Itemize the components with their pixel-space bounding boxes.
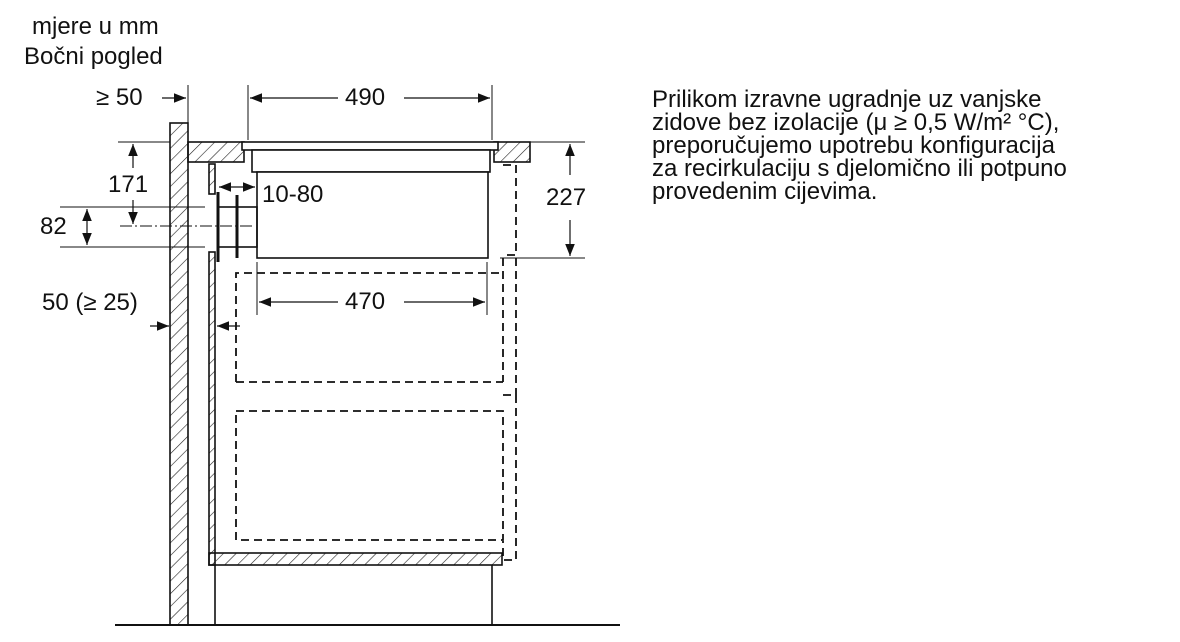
note-line: preporučujemo upotrebu konfiguracija	[652, 132, 1055, 159]
dim-height-171: 171	[108, 171, 149, 198]
installation-note: Prilikom izravne ugradnje uz vanjske zid…	[652, 86, 1067, 205]
hob-frame	[251, 149, 491, 173]
note-line: za recirkulaciju s djelomično ili potpun…	[652, 155, 1067, 182]
dim-cutout-width: 470	[345, 288, 386, 315]
view-label: Bočni pogled	[24, 43, 163, 70]
dim-height-82: 82	[40, 213, 67, 240]
dim-wall-gap: ≥ 50	[96, 84, 143, 111]
dim-hob-width: 490	[345, 84, 386, 111]
note-line: Prilikom izravne ugradnje uz vanjske	[652, 86, 1042, 113]
dim-height-227: 227	[546, 184, 587, 211]
worktop-left	[187, 141, 245, 163]
cabinet-back-lower	[208, 251, 216, 566]
drawer-lower	[235, 410, 504, 541]
note-line: provedenim cijevima.	[652, 178, 878, 205]
units-label: mjere u mm	[32, 13, 159, 40]
cabinet-back-upper	[208, 163, 216, 195]
dim-back-gap: 50 (≥ 25)	[42, 289, 138, 316]
worktop-right	[493, 141, 531, 163]
note-line: zidove bez izolacije (μ ≥ 0,5 W/m² °C),	[652, 109, 1060, 136]
bottom-shelf	[208, 552, 503, 566]
duct	[217, 206, 258, 248]
wall	[169, 122, 189, 626]
hob-glass	[241, 141, 499, 151]
dim-duct-gap: 10-80	[262, 181, 324, 208]
hob-body	[256, 171, 489, 259]
